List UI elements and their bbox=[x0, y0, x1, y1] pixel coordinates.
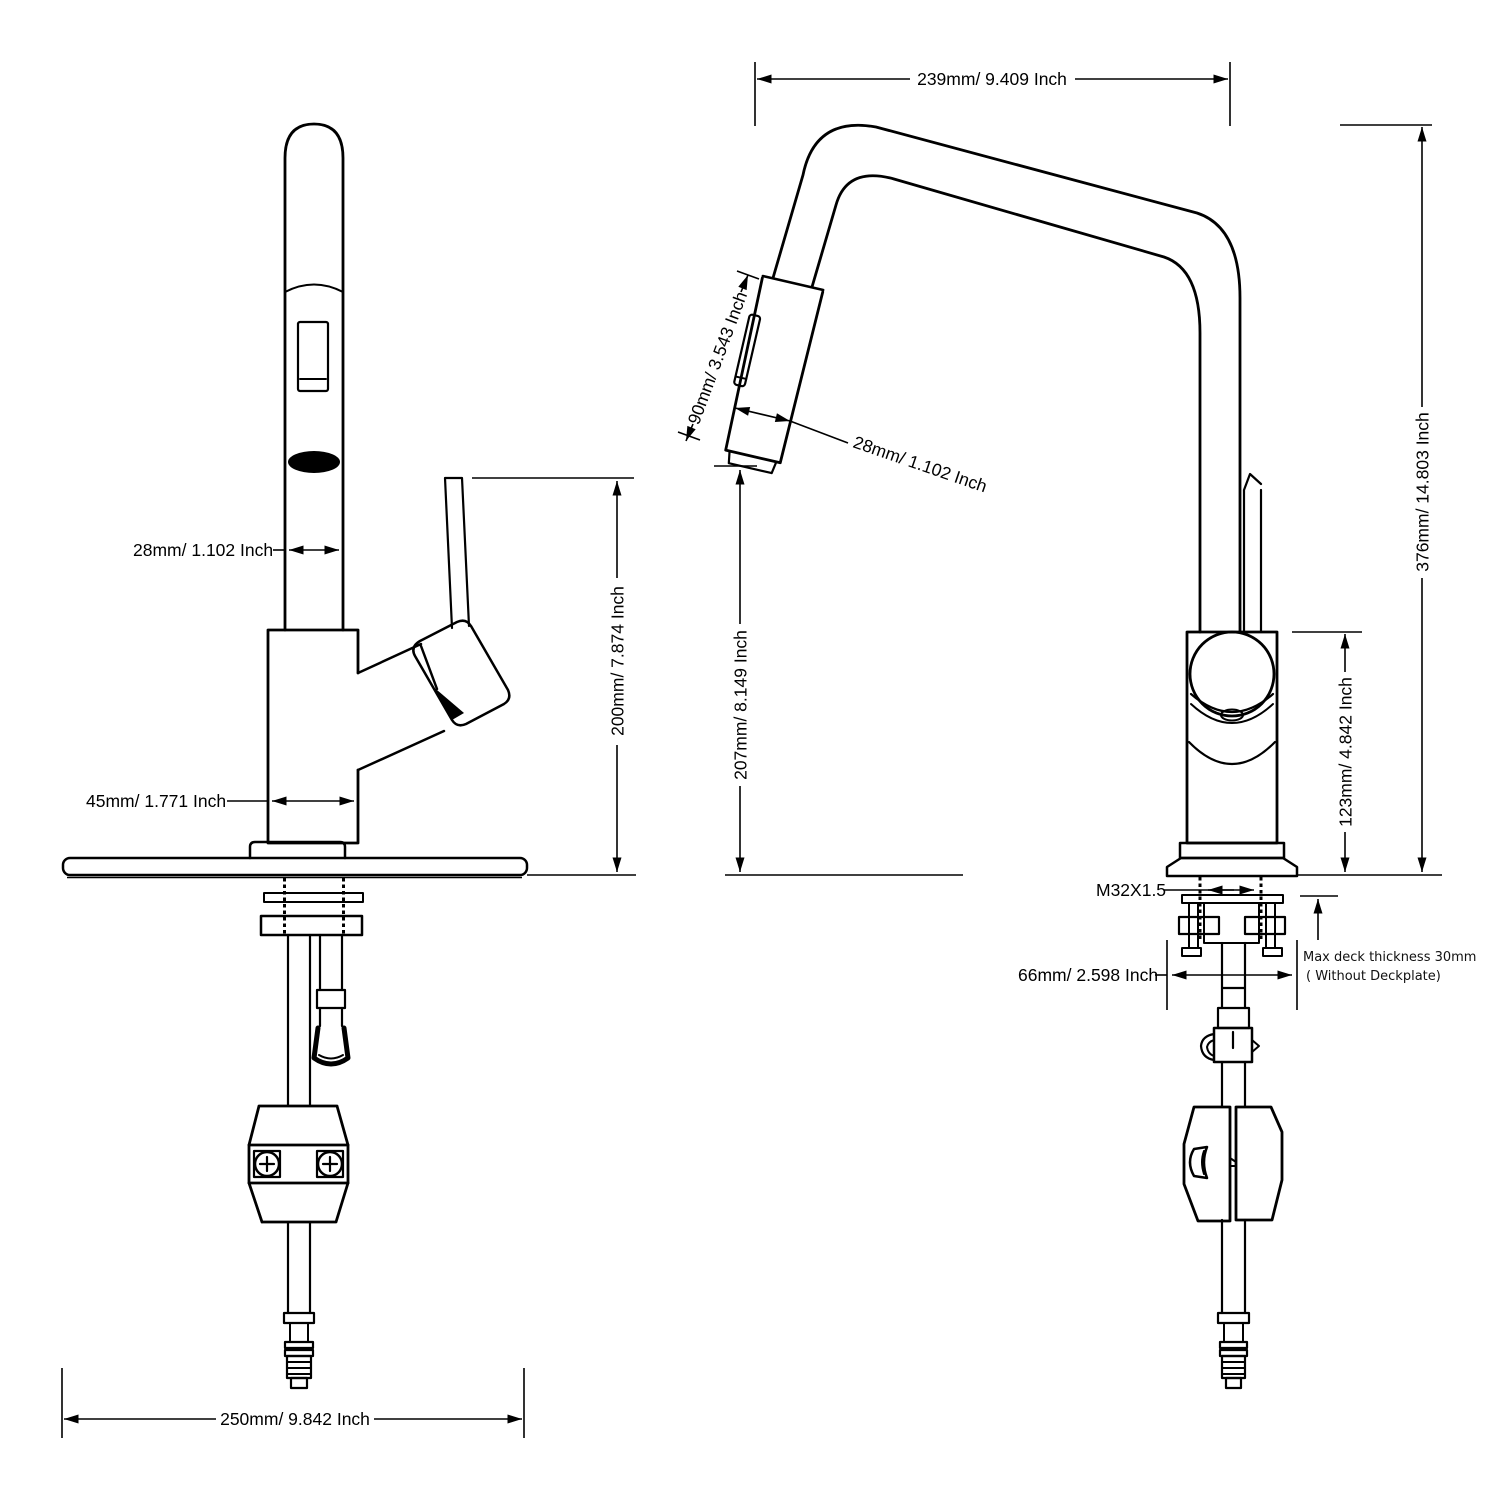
dim-front-height: 200mm/ 7.874 Inch bbox=[608, 586, 628, 736]
side-handle-rod bbox=[1242, 472, 1263, 634]
front-aerator bbox=[288, 451, 340, 473]
side-handle-hub bbox=[1188, 630, 1276, 718]
dim-side-reach: 239mm/ 9.409 Inch bbox=[917, 69, 1067, 89]
side-tail-collar bbox=[1216, 1311, 1251, 1325]
front-hose-collar bbox=[315, 988, 347, 1010]
front-weight-screw-left bbox=[253, 1150, 281, 1178]
dim-side-total-height: 376mm/ 14.803 Inch bbox=[1413, 412, 1433, 572]
side-washer bbox=[1181, 894, 1284, 904]
front-view bbox=[61, 122, 636, 1390]
note-without-deckplate: ( Without Deckplate) bbox=[1306, 969, 1441, 984]
side-body bbox=[1185, 630, 1279, 845]
front-handle-grip bbox=[412, 619, 511, 727]
dimension-annotations: 28mm/ 1.102 Inch 45mm/ 1.771 Inch 200mm/… bbox=[61, 62, 1476, 1438]
side-body-band-arc2 bbox=[1190, 703, 1274, 724]
side-quick-connector bbox=[1199, 1026, 1260, 1064]
front-hose-weight bbox=[247, 1104, 350, 1224]
side-hose-weight bbox=[1182, 1105, 1284, 1223]
dim-side-head-od: 28mm/ 1.102 Inch bbox=[851, 432, 990, 497]
front-washer bbox=[263, 892, 364, 903]
dim-side-base-connect-width: 66mm/ 2.598 Inch bbox=[1018, 965, 1158, 985]
side-tail-hose bbox=[1220, 1218, 1247, 1315]
front-handle-shadow bbox=[430, 684, 464, 720]
front-quick-connector bbox=[311, 1025, 351, 1067]
front-mount-nut bbox=[259, 914, 364, 937]
side-view bbox=[724, 123, 1442, 1390]
front-spray-button bbox=[296, 320, 330, 393]
side-flange bbox=[1178, 841, 1286, 860]
front-pulldown-hose bbox=[318, 933, 344, 1028]
side-hose-mid bbox=[1220, 1060, 1247, 1109]
front-barb-ring1 bbox=[283, 1340, 315, 1350]
side-spray-button bbox=[733, 313, 762, 388]
front-tail-tube bbox=[289, 1322, 309, 1343]
front-tail-collar bbox=[282, 1311, 316, 1325]
dim-side-head-length: 90mm/ 3.543 Inch bbox=[684, 289, 752, 427]
side-mounting-bolts bbox=[1177, 902, 1287, 957]
front-supply-tube bbox=[286, 933, 312, 1107]
dim-front-body-width: 45mm/ 1.771 Inch bbox=[86, 791, 226, 811]
dim-front-spout-od: 28mm/ 1.102 Inch bbox=[133, 540, 273, 560]
side-shank-threads bbox=[1198, 877, 1263, 940]
side-body-oval bbox=[1220, 708, 1244, 722]
front-weight-screw-right bbox=[316, 1150, 344, 1178]
front-barb-tip bbox=[289, 1376, 309, 1390]
dim-side-handle-height: 123mm/ 4.842 Inch bbox=[1336, 677, 1356, 827]
side-hose-collar bbox=[1216, 1006, 1251, 1030]
side-neck-inner bbox=[810, 174, 1202, 634]
dim-front-plate-width: 250mm/ 9.842 Inch bbox=[220, 1409, 370, 1429]
front-quick-connector-rim bbox=[318, 1054, 344, 1060]
front-spout-outline bbox=[283, 122, 345, 632]
front-sprayhead-seam bbox=[284, 283, 344, 293]
front-deckplate bbox=[61, 856, 529, 877]
side-weight-screw-recess bbox=[1188, 1145, 1209, 1180]
front-handle-rod bbox=[443, 476, 471, 630]
note-max-deck-thickness: Max deck thickness 30mm bbox=[1303, 950, 1476, 965]
front-tail-hose bbox=[286, 1220, 312, 1315]
front-body-outline bbox=[266, 628, 360, 845]
side-barb-ring1 bbox=[1218, 1340, 1249, 1350]
front-shank-threads bbox=[283, 878, 345, 935]
side-body-lower-arc bbox=[1187, 740, 1277, 765]
front-handle-cone bbox=[356, 642, 446, 772]
side-tail-tube bbox=[1223, 1322, 1244, 1343]
dim-side-thread: M32X1.5 bbox=[1096, 880, 1166, 900]
side-neck-outer bbox=[771, 123, 1242, 634]
side-spray-head bbox=[724, 274, 825, 475]
dim-side-head-to-deck: 207mm/ 8.149 Inch bbox=[731, 630, 751, 780]
side-barb-tip bbox=[1224, 1376, 1243, 1390]
front-escutcheon bbox=[248, 840, 347, 860]
side-hex-base bbox=[1165, 856, 1299, 878]
side-body-band-arc1 bbox=[1189, 692, 1275, 713]
side-shank-body bbox=[1203, 902, 1260, 944]
